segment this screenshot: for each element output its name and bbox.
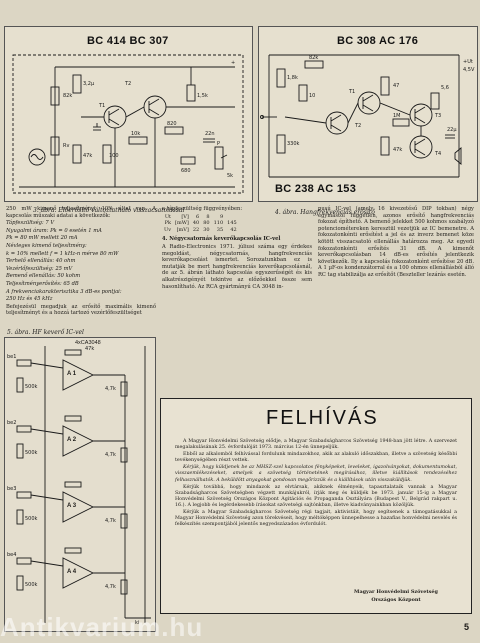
figure-4-title-bottom: BC 238 AC 153 bbox=[275, 183, 357, 195]
figure-4-schematic: 82k 1,8k 330k 10 T1 T2 47 1M 47k T3 T4 5… bbox=[260, 54, 475, 178]
svg-text:P: P bbox=[217, 141, 220, 147]
svg-text:680: 680 bbox=[181, 168, 191, 174]
svg-text:ki: ki bbox=[135, 620, 139, 626]
svg-text:4,7k: 4,7k bbox=[105, 452, 116, 458]
svg-text:1M: 1M bbox=[393, 113, 401, 119]
notice-paragraph-3: Kérjük, hogy küldjenek be az MHSZ-szel k… bbox=[175, 465, 457, 483]
figure-4-title-top: BC 308 AC 176 bbox=[337, 35, 419, 47]
col1-spec-8: Bemenő ellenállás: 50 kohm bbox=[6, 273, 81, 280]
figure-4-panel: BC 308 AC 176 bbox=[258, 26, 478, 216]
notice-paragraph-2: Ebből az alkalomból felhívással fordulun… bbox=[175, 452, 457, 464]
figure-5-panel: 5. ábra. HF keverő IC-vel be1 be2 be3 bbox=[4, 329, 156, 632]
svg-text:4,7k: 4,7k bbox=[105, 518, 116, 524]
svg-text:+: + bbox=[231, 60, 235, 66]
page-number: 5 bbox=[464, 622, 470, 632]
col2-table-title: a tápfeszültség függvényében: bbox=[162, 206, 243, 212]
svg-text:500k: 500k bbox=[25, 516, 38, 522]
svg-text:T2: T2 bbox=[354, 123, 361, 129]
col1-spec-10: A frekvenciakarakterisztika 3 dB-es pont… bbox=[6, 288, 122, 295]
svg-text:820: 820 bbox=[167, 121, 177, 127]
svg-text:4,5V: 4,5V bbox=[463, 67, 475, 73]
svg-text:10k: 10k bbox=[131, 131, 140, 137]
svg-text:82k: 82k bbox=[309, 55, 318, 61]
col1-spec-6: Terhelő ellenállás: 40 ohm bbox=[6, 258, 76, 265]
figure-3-title: BC 414 BC 307 bbox=[87, 35, 169, 47]
svg-text:330k: 330k bbox=[287, 141, 300, 147]
svg-text:22µ: 22µ bbox=[447, 127, 457, 133]
figure-3-panel: BC 414 BC 307 bbox=[4, 26, 253, 214]
figure-3-caption: 3. ábra. Előerősítő változtatható vissza… bbox=[33, 207, 185, 214]
amp-label-a3: A 3 bbox=[67, 503, 77, 509]
notice-box: FELHÍVÁS A Magyar Honvédelmi Szövetség e… bbox=[160, 398, 472, 614]
col1-intro: 250 mW kimenő teljesítményt 10% által va… bbox=[6, 206, 156, 219]
svg-text:T1: T1 bbox=[98, 103, 105, 109]
notice-paragraph-1: A Magyar Honvédelmi Szövetség elődje, a … bbox=[175, 439, 457, 451]
amp-label-a4: A 4 bbox=[67, 569, 77, 575]
svg-text:+Ut: +Ut bbox=[463, 59, 473, 65]
svg-text:100: 100 bbox=[109, 153, 119, 159]
svg-text:T2: T2 bbox=[124, 81, 131, 87]
col1-spec-11: 250 Hz és 45 kHz bbox=[6, 296, 53, 303]
col1-outro: Befejezésül megadjuk az erősítő maximáli… bbox=[6, 303, 156, 317]
svg-text:T1: T1 bbox=[348, 89, 355, 95]
col1-spec-1: Tápfeszültség: 7 V bbox=[6, 220, 55, 227]
svg-text:47: 47 bbox=[393, 83, 399, 89]
col1-spec-7: Vezérlőfeszültség: 25 mV bbox=[6, 265, 73, 272]
svg-text:500k: 500k bbox=[25, 582, 38, 588]
col1-spec-2: Nyugalmi áram: Pk = 0 esetén 1 mA bbox=[6, 227, 102, 234]
watermark: Antikvarium.hu bbox=[0, 612, 204, 642]
col1-spec-5: k = 10% mellett f = 1 kHz-n mérve 80 mW bbox=[6, 250, 119, 257]
figure-5-caption: 5. ábra. HF keverő IC-vel bbox=[7, 329, 84, 336]
figure-3-schematic: 82k Rv 3,2µ 47k 100 10k 820 680 1,5k 22n… bbox=[12, 54, 244, 194]
col2-body: A Radio-Electronics 1971. júliusi száma … bbox=[162, 243, 312, 290]
svg-text:47k: 47k bbox=[85, 346, 94, 352]
svg-text:22n: 22n bbox=[205, 131, 215, 137]
svg-text:T4: T4 bbox=[434, 151, 441, 157]
notice-signature-2: Országos Központ bbox=[371, 597, 421, 603]
text-column-1: 250 mW kimenő teljesítményt 10% által va… bbox=[6, 206, 156, 318]
svg-text:4,7k: 4,7k bbox=[105, 584, 116, 590]
chip-label: 4xCA3048 bbox=[75, 340, 101, 346]
svg-text:4,7k: 4,7k bbox=[105, 386, 116, 392]
svg-text:10: 10 bbox=[309, 93, 315, 99]
svg-text:3,2µ: 3,2µ bbox=[83, 81, 95, 87]
col1-spec-3: Pk = 80 mW mellett 20 mA bbox=[6, 235, 78, 242]
amp-label-a2: A 2 bbox=[67, 437, 77, 443]
svg-text:47k: 47k bbox=[393, 147, 402, 153]
notice-body: A Magyar Honvédelmi Szövetség elődje, a … bbox=[175, 439, 457, 529]
svg-text:82k: 82k bbox=[63, 93, 72, 99]
svg-text:be4: be4 bbox=[7, 552, 16, 558]
svg-text:500k: 500k bbox=[25, 450, 38, 456]
col1-spec-9: Teljesítményerősítés: 65 dB bbox=[6, 280, 79, 287]
figure-4-caption: 4. ábra. Hangfrekvenciás erősítő bbox=[275, 209, 375, 216]
svg-text:500k: 500k bbox=[25, 384, 38, 390]
svg-text:1,5k: 1,5k bbox=[197, 93, 208, 99]
svg-text:47k: 47k bbox=[83, 153, 92, 159]
figure-5-schematic: be1 be2 be3 be4 500k 500k 500k 500k 4,7k… bbox=[7, 346, 151, 626]
svg-text:be2: be2 bbox=[7, 420, 16, 426]
notice-signature-1: Magyar Honvédelmi Szövetség bbox=[354, 589, 438, 595]
svg-text:be3: be3 bbox=[7, 486, 16, 492]
svg-text:1,8k: 1,8k bbox=[287, 75, 298, 81]
col2-heading: 4. Négycsatornás keverőkapcsolás IC-vel bbox=[162, 236, 281, 243]
svg-text:T3: T3 bbox=[434, 113, 441, 119]
svg-text:5,6: 5,6 bbox=[441, 85, 449, 91]
amp-label-a1: A 1 bbox=[67, 371, 77, 377]
col3-body: pusú IC-vel (amely 16 kivezetésű DIP tok… bbox=[318, 206, 474, 278]
text-column-3: pusú IC-vel (amely 16 kivezetésű DIP tok… bbox=[318, 206, 474, 280]
notice-paragraph-5: Kérjük a Magyar Szabadságharcos Szövetsé… bbox=[175, 510, 457, 528]
svg-text:5k: 5k bbox=[227, 173, 233, 179]
notice-paragraph-4: Kérjük továbbá, hogy mindazok az elvtárs… bbox=[175, 484, 457, 508]
svg-text:Rv: Rv bbox=[63, 143, 69, 149]
col1-spec-4: Névleges kimenő teljesítmény: bbox=[6, 242, 87, 249]
notice-title: FELHÍVÁS bbox=[266, 407, 379, 429]
svg-text:be1: be1 bbox=[7, 354, 16, 360]
